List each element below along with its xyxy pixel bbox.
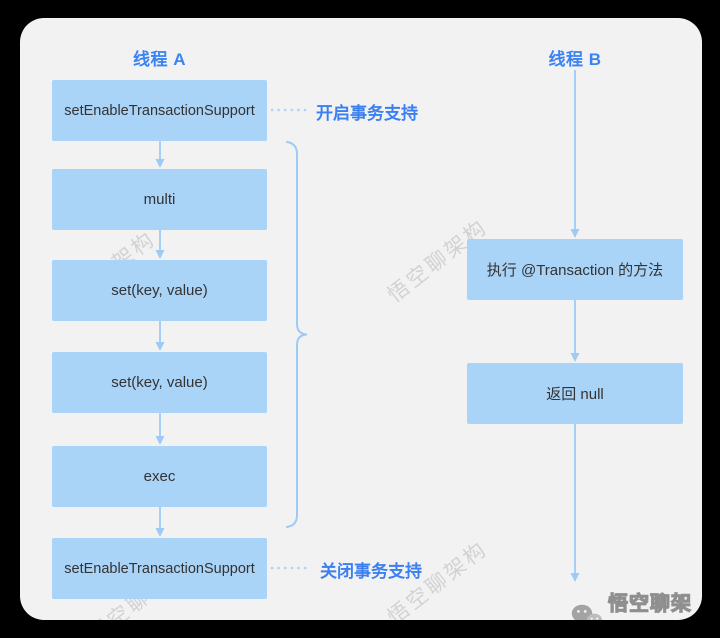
node-multi: multi [52,169,267,230]
brand-footer: 悟空聊架构 [571,587,702,620]
node-set-key-value-1: set(key, value) [52,260,267,321]
node-set-enable-transaction-support-open: setEnableTransactionSupport [52,80,267,141]
group-brace [286,141,308,528]
thread-b-title: 线程 B [548,50,602,69]
node-set-key-value-2: set(key, value) [52,352,267,413]
node-set-enable-transaction-support-close: setEnableTransactionSupport [52,538,267,599]
node-return-null: 返回 null [467,363,683,424]
brand-name: 悟空聊架构 [607,592,692,615]
node-execute-transaction-method: 执行 @Transaction 的方法 [467,239,683,300]
thread-a-title: 线程 A [133,50,186,69]
annotation-close-transaction: 关闭事务支持 [320,562,422,581]
wechat-bubbles-icon [571,603,603,620]
diagram-card: 悟空聊架构 悟空聊架构 悟空聊架构 悟空聊架构 [20,18,702,620]
node-exec: exec [52,446,267,507]
annotation-open-transaction: 开启事务支持 [316,104,418,123]
annotation-leaders [270,108,312,570]
